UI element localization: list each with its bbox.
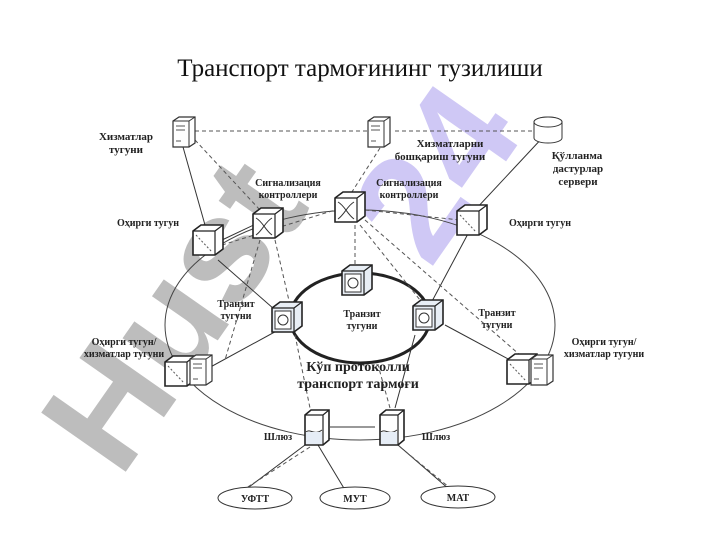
services-mgmt-node-icon bbox=[367, 116, 391, 148]
gateway-left-icon bbox=[304, 409, 330, 446]
signaling-controller-right-icon bbox=[334, 191, 366, 223]
slide-title: Транспорт тармоғининг тузилиши bbox=[177, 55, 543, 82]
label-network-mat: МАТ bbox=[447, 493, 470, 504]
signaling-controller-left-icon bbox=[252, 207, 284, 239]
edge-node-left-icon bbox=[192, 224, 224, 256]
gateway-right-icon bbox=[379, 409, 405, 446]
transit-node-top-icon bbox=[341, 264, 373, 296]
edge-service-right-server-icon bbox=[530, 354, 554, 386]
transit-node-right-icon bbox=[412, 299, 444, 331]
database-icon bbox=[533, 116, 563, 144]
label-gateway-right: Шлюз bbox=[422, 432, 450, 443]
label-network-ufott: УФТТ bbox=[241, 494, 270, 505]
label-edge-left: Оҳирги тугун bbox=[117, 218, 179, 229]
network-mat-ellipse bbox=[420, 485, 496, 509]
label-edge-service-left: Оҳирги тугун/хизматлар тугуни bbox=[84, 337, 165, 360]
label-edge-right: Оҳирги тугун bbox=[509, 218, 571, 229]
network-ufott-ellipse bbox=[217, 486, 293, 510]
edge-service-left-server-icon bbox=[189, 354, 213, 386]
edge-node-right-icon bbox=[456, 204, 488, 236]
services-node-icon bbox=[172, 116, 196, 148]
label-edge-service-right: Оҳирги тугун/хизматлар тугуни bbox=[564, 337, 645, 360]
label-network-mut: МУТ bbox=[343, 494, 367, 505]
label-gateway-left: Шлюз bbox=[264, 432, 292, 443]
transit-node-left-icon bbox=[271, 301, 303, 333]
network-mut-ellipse bbox=[319, 486, 391, 510]
